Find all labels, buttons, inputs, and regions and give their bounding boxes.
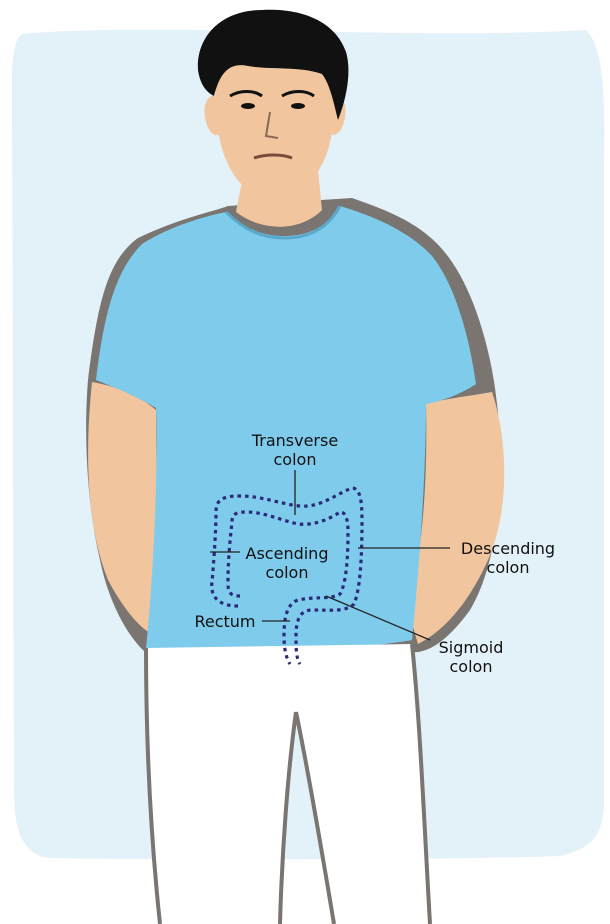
label-ascending-colon: Ascending colon — [246, 544, 329, 582]
label-sigmoid-line2: colon — [439, 657, 504, 676]
label-descending-line1: Descending — [461, 539, 555, 558]
label-sigmoid-line1: Sigmoid — [439, 638, 504, 657]
label-rectum: Rectum — [194, 612, 255, 631]
label-descending-line2: colon — [461, 558, 555, 577]
label-rectum-line1: Rectum — [194, 612, 255, 631]
label-ascending-line1: Ascending — [246, 544, 329, 563]
label-transverse-line2: colon — [252, 450, 338, 469]
right-eye — [291, 103, 305, 109]
label-sigmoid-colon: Sigmoid colon — [439, 638, 504, 676]
label-descending-colon: Descending colon — [461, 539, 555, 577]
label-transverse-line1: Transverse — [252, 431, 338, 450]
label-transverse-colon: Transverse colon — [252, 431, 338, 469]
label-ascending-line2: colon — [246, 563, 329, 582]
left-eye — [241, 103, 255, 109]
